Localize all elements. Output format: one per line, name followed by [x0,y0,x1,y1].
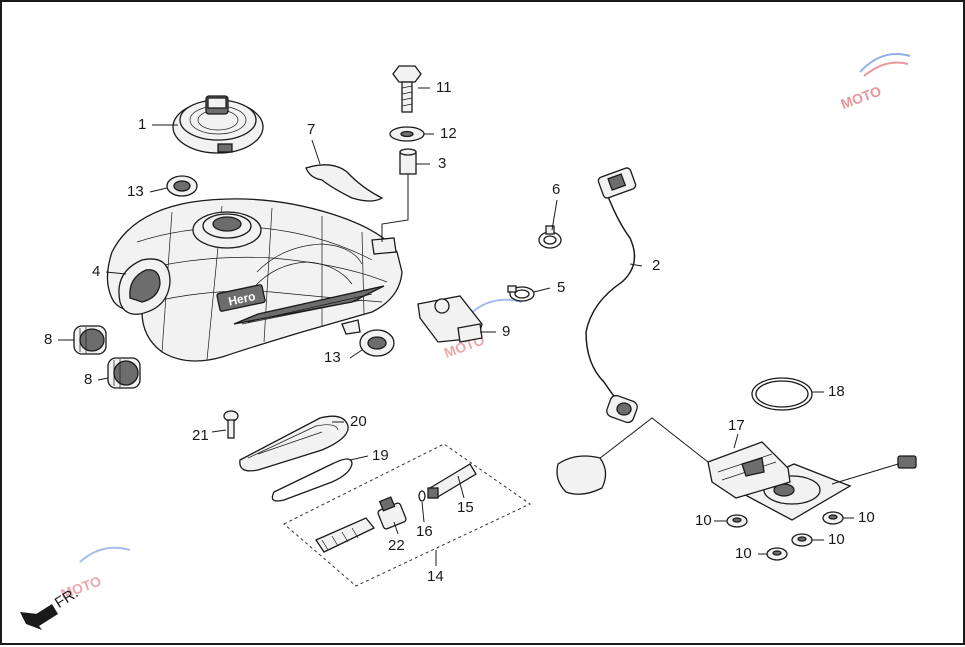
callout-9: 9 [502,323,510,340]
damper-lower [107,357,141,389]
grommet-lower [359,329,395,357]
callout-7: 7 [307,121,315,138]
hose-clamp-5 [507,285,535,302]
callout-10-d: 10 [735,545,752,562]
callout-15: 15 [457,499,474,516]
fuel-cap [172,95,264,154]
callout-19: 19 [372,447,389,464]
callout-1: 1 [138,116,146,133]
callout-18: 18 [828,383,845,400]
callout-10-a: 10 [695,512,712,529]
callout-labels: 1 2 3 4 5 6 7 8 8 9 10 10 10 10 11 12 13… [44,79,875,585]
tank-side-strip [305,164,384,202]
svg-text:MOTO: MOTO [839,83,884,112]
spacer-collar [399,148,417,175]
wiring-kit-group [283,443,531,587]
callout-13-upper: 13 [127,183,144,200]
fuel-hose [585,167,638,424]
collar-to-tank-leader [381,174,409,242]
callout-10-c: 10 [828,531,845,548]
callout-leaders [58,87,854,566]
tank-brand-text: Hero [227,289,257,308]
mounting-bolt [392,65,422,113]
callout-22: 22 [388,537,405,554]
callout-10-b: 10 [858,509,875,526]
callout-12: 12 [440,125,457,142]
nut-10d [766,547,788,561]
nut-10b [822,511,844,525]
callout-16: 16 [416,523,433,540]
callout-13-lower: 13 [324,349,341,366]
screw-21 [223,410,239,439]
callout-20: 20 [350,413,367,430]
hose-clamp-6 [538,225,562,249]
hose-clip-bracket [417,295,483,343]
damper-upper [73,325,107,355]
callout-17: 17 [728,417,745,434]
callout-2: 2 [652,257,660,274]
fuel-pump-o-ring [751,377,813,411]
front-direction-arrow: FR. [20,585,81,630]
callout-4: 4 [92,263,100,280]
callout-14: 14 [427,568,444,585]
fuel-tank: Hero [106,198,403,362]
nut-10c [791,533,813,547]
flat-washer [389,126,425,142]
callout-8-upper: 8 [44,331,52,348]
watermark-top-right: MOTO [839,53,911,112]
callout-11: 11 [436,79,452,96]
callout-8-lower: 8 [84,371,92,388]
callout-5: 5 [557,279,565,296]
callout-6: 6 [552,181,560,198]
callout-21: 21 [192,427,209,444]
nut-10a [726,514,748,528]
callout-3: 3 [438,155,446,172]
cover-gasket [271,458,353,502]
grommet-upper [166,175,198,197]
access-cover-plate [239,415,349,472]
fuel-pump-assembly [556,417,917,521]
